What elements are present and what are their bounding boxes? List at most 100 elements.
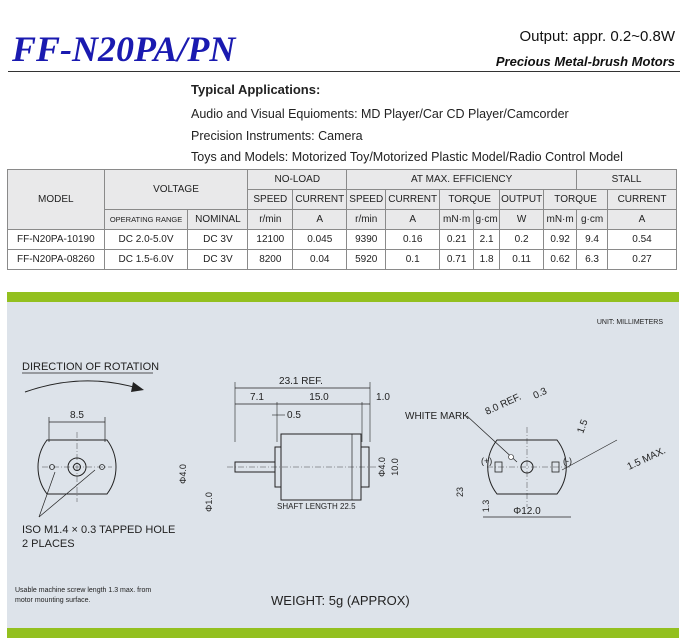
no-load-header: NO-LOAD xyxy=(247,169,348,190)
cell-operating-range: DC 1.5-6.0V xyxy=(103,249,189,270)
spec-table: MODEL VOLTAGE NO-LOAD AT MAX. EFFICIENCY… xyxy=(7,169,677,270)
dim-7-1: 7.1 xyxy=(250,392,264,403)
header-rule xyxy=(8,71,680,72)
dim-phi-4: Φ4.0 xyxy=(178,464,188,484)
cell-operating-range: DC 2.0-5.0V xyxy=(103,229,189,250)
application-item: Toys and Models: Motorized Toy/Motorized… xyxy=(191,150,623,164)
cell-value: 0.71 xyxy=(439,249,475,270)
leader-line xyxy=(466,415,518,463)
cell-value: 0.27 xyxy=(607,249,677,270)
cell-nominal: DC 3V xyxy=(187,229,249,250)
product-title: FF-N20PA/PN xyxy=(12,29,236,69)
terminal-minus: (-) xyxy=(563,456,572,466)
dim-23: 23 xyxy=(455,487,465,497)
dim-1-5-max: 1.5 MAX. xyxy=(626,445,668,472)
cell-value: 9390 xyxy=(346,229,387,250)
white-mark-label: WHITE MARK xyxy=(405,411,469,422)
cell-value: 8200 xyxy=(247,249,294,270)
dim-0-5: 0.5 xyxy=(287,410,301,421)
dim-8-0-ref: 8.0 REF. xyxy=(484,392,523,418)
cell-value: 0.21 xyxy=(439,229,475,250)
dim-phi-12: Φ12.0 xyxy=(513,506,541,517)
tapped-hole-places: 2 PLACES xyxy=(22,538,75,550)
col-current: CURRENT xyxy=(607,189,677,210)
rear-face-outline xyxy=(487,439,567,495)
weight-label: WEIGHT: 5g (APPROX) xyxy=(271,593,410,608)
unit-label: UNIT: MILLIMETERS xyxy=(597,319,663,326)
unit-cell: mN·m xyxy=(439,209,475,230)
unit-cell: A xyxy=(607,209,677,230)
dimension-drawing: UNIT: MILLIMETERS DIRECTION OF ROTATION … xyxy=(15,319,668,608)
unit-cell: A xyxy=(385,209,441,230)
unit-cell: W xyxy=(499,209,545,230)
dim-line xyxy=(561,439,618,471)
cell-value: 0.92 xyxy=(543,229,578,250)
applications-heading: Typical Applications: xyxy=(191,82,321,97)
col-torque: TORQUE xyxy=(439,189,501,210)
dim-23-1: 23.1 REF. xyxy=(279,376,323,387)
drawing-panel xyxy=(7,302,679,630)
cell-value: 0.54 xyxy=(607,229,677,250)
col-speed: SPEED xyxy=(247,189,294,210)
unit-cell: g·cm xyxy=(576,209,609,230)
dim-phi-4-body: Φ4.0 xyxy=(377,457,387,477)
cell-value: 0.2 xyxy=(499,229,545,250)
rotation-arrow xyxy=(24,380,138,393)
product-subtitle: Precious Metal-brush Motors xyxy=(495,54,675,69)
green-band-bottom xyxy=(7,628,679,638)
table-row: FF-N20PA-10190 DC 2.0-5.0V DC 3V 12100 0… xyxy=(7,229,677,250)
tapped-hole-label: ISO M1.4 × 0.3 TAPPED HOLE xyxy=(22,524,175,536)
white-mark xyxy=(508,454,514,460)
col-current: CURRENT xyxy=(292,189,348,210)
stall-header: STALL xyxy=(576,169,677,190)
application-item: Precision Instruments: Camera xyxy=(191,129,363,143)
cell-value: 0.11 xyxy=(499,249,545,270)
col-torque: TORQUE xyxy=(543,189,609,210)
unit-cell: mN·m xyxy=(543,209,578,230)
cell-value: 1.8 xyxy=(473,249,501,270)
rotation-label: DIRECTION OF ROTATION xyxy=(22,361,159,373)
dim-phi-1: Φ1.0 xyxy=(204,492,214,512)
cell-value: 2.1 xyxy=(473,229,501,250)
output-rating: Output: appr. 0.2~0.8W xyxy=(519,28,675,45)
col-operating-range: OPERATING RANGE xyxy=(103,209,189,230)
cell-value: 5920 xyxy=(346,249,387,270)
unit-cell: g·cm xyxy=(473,209,501,230)
dim-1-0: 1.0 xyxy=(376,392,390,403)
dim-0-3: 0.3 xyxy=(532,386,550,402)
cell-value: 9.4 xyxy=(576,229,609,250)
terminal-plus: (+) xyxy=(481,456,492,466)
dim-1-5: 1.5 xyxy=(575,418,590,435)
unit-cell: r/min xyxy=(346,209,387,230)
dim-15-0: 15.0 xyxy=(309,392,329,403)
dim-1-3: 1.3 xyxy=(481,500,491,513)
cell-value: 0.045 xyxy=(292,229,348,250)
col-output: OUTPUT xyxy=(499,189,545,210)
cell-value: 12100 xyxy=(247,229,294,250)
cell-value: 0.62 xyxy=(543,249,578,270)
cell-value: 0.04 xyxy=(292,249,348,270)
unit-cell: A xyxy=(292,209,348,230)
cell-model: FF-N20PA-10190 xyxy=(7,229,105,250)
unit-cell: r/min xyxy=(247,209,294,230)
col-current: CURRENT xyxy=(385,189,441,210)
shaft-length-label: SHAFT LENGTH 22.5 xyxy=(277,502,356,511)
model-header: MODEL xyxy=(7,169,105,230)
note-line-2: motor mounting surface. xyxy=(15,597,91,604)
cell-model: FF-N20PA-08260 xyxy=(7,249,105,270)
cell-value: 0.1 xyxy=(385,249,441,270)
cell-value: 6.3 xyxy=(576,249,609,270)
leader-line xyxy=(38,469,96,518)
max-efficiency-header: AT MAX. EFFICIENCY xyxy=(346,169,578,190)
note-line-1: Usable machine screw length 1.3 max. fro… xyxy=(15,587,151,594)
dim-8-5: 8.5 xyxy=(70,410,84,421)
col-speed: SPEED xyxy=(346,189,387,210)
leader-line xyxy=(38,471,56,518)
dim-10-0: 10.0 xyxy=(390,458,400,476)
cell-value: 0.16 xyxy=(385,229,441,250)
cell-nominal: DC 3V xyxy=(187,249,249,270)
rotation-arrowhead xyxy=(131,382,144,392)
table-row: FF-N20PA-08260 DC 1.5-6.0V DC 3V 8200 0.… xyxy=(7,249,677,270)
application-item: Audio and Visual Equioments: MD Player/C… xyxy=(191,107,569,121)
voltage-header: VOLTAGE xyxy=(103,169,249,210)
